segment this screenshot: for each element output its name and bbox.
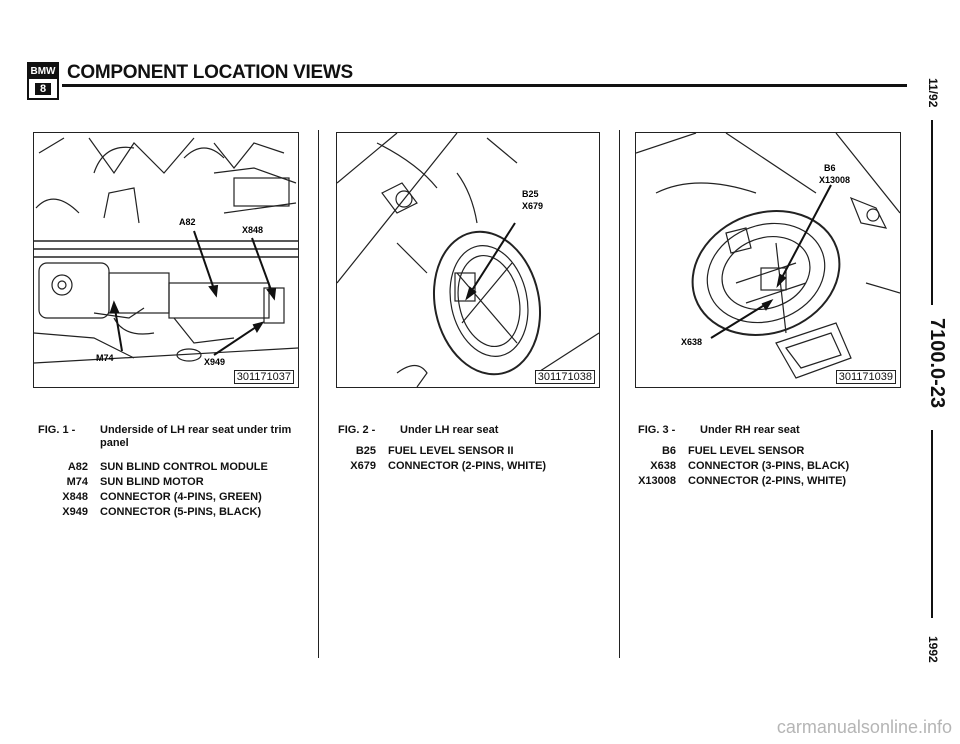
- figure-3-caption: FIG. 3 - Under RH rear seat: [638, 424, 908, 440]
- legend-code: X848: [62, 491, 88, 503]
- figure-2-title: Under LH rear seat: [400, 424, 499, 436]
- figure-3-title: Under RH rear seat: [700, 424, 800, 436]
- legend-row: M74 SUN BLIND MOTOR: [40, 475, 268, 490]
- callout-x638: X638: [681, 337, 702, 347]
- page-title: COMPONENT LOCATION VIEWS: [67, 62, 353, 83]
- legend-desc: SUN BLIND MOTOR: [100, 476, 204, 488]
- legend-code: B6: [661, 445, 676, 457]
- figure-3-number: 301171039: [835, 370, 896, 384]
- figure-3-illustration: B6 X13008 X638 301171039: [635, 132, 901, 388]
- legend-row: B6 FUEL LEVEL SENSOR: [628, 444, 849, 459]
- legend-row: X638 CONNECTOR (3-PINS, BLACK): [628, 459, 849, 474]
- callout-x679: X679: [522, 201, 543, 211]
- figure-3-label: FIG. 3 -: [638, 424, 676, 436]
- figure-1-title: Underside of LH rear seat under trim pan…: [100, 424, 292, 449]
- figure-2-label: FIG. 2 -: [338, 424, 376, 436]
- logo-bottom-text: 8: [35, 83, 51, 95]
- legend-desc: CONNECTOR (4-PINS, GREEN): [100, 491, 262, 503]
- legend-row: X13008 CONNECTOR (2-PINS, WHITE): [628, 474, 849, 489]
- legend-desc: CONNECTOR (2-PINS, WHITE): [688, 475, 847, 487]
- figure-3-legend: B6 FUEL LEVEL SENSOR X638 CONNECTOR (3-PIN…: [628, 444, 849, 489]
- legend-code: X679: [350, 460, 376, 472]
- legend-code: X949: [62, 506, 88, 518]
- figure-1-number: 301171037: [233, 370, 294, 384]
- callout-b25: B25: [522, 189, 539, 199]
- figure-2-legend: B25 FUEL LEVEL SENSOR II X679 CONNECTOR (2…: [328, 444, 546, 474]
- legend-code: X13008: [638, 475, 676, 487]
- legend-desc: CONNECTOR (2-PINS, WHITE): [388, 460, 547, 472]
- legend-row: X949 CONNECTOR (5-PINS, BLACK): [40, 505, 268, 520]
- figure-2-caption: FIG. 2 - Under LH rear seat: [338, 424, 608, 440]
- legend-row: A82 SUN BLIND CONTROL MODULE: [40, 460, 268, 475]
- legend-code: M74: [66, 476, 88, 488]
- logo-top-text: BMW: [29, 64, 57, 79]
- header-rule: [62, 84, 907, 87]
- callout-x848: X848: [242, 225, 263, 235]
- legend-desc: SUN BLIND CONTROL MODULE: [100, 461, 268, 473]
- figure-1-label: FIG. 1 -: [38, 424, 76, 436]
- figure-1-illustration: A82 X848 M74 X949 301171037: [33, 132, 299, 388]
- side-year: 1992: [926, 636, 940, 663]
- side-section-number: 7100.0-23: [926, 318, 948, 409]
- legend-desc: CONNECTOR (3-PINS, BLACK): [688, 460, 850, 472]
- figure-2-illustration: B25 X679 301171038: [336, 132, 600, 388]
- figure-1-caption: FIG. 1 - Underside of LH rear seat under…: [38, 424, 308, 454]
- side-rule-1: [931, 120, 933, 305]
- callout-b6: B6: [824, 163, 836, 173]
- legend-row: B25 FUEL LEVEL SENSOR II: [328, 444, 546, 459]
- legend-code: X638: [650, 460, 676, 472]
- callout-x949: X949: [204, 357, 225, 367]
- legend-code: B25: [355, 445, 376, 457]
- callout-x13008: X13008: [819, 175, 850, 185]
- figure-2-number: 301171038: [534, 370, 595, 384]
- legend-desc: FUEL LEVEL SENSOR: [688, 445, 805, 457]
- watermark: carmanualsonline.info: [776, 717, 952, 737]
- callout-a82: A82: [179, 217, 196, 227]
- side-rule-2: [931, 430, 933, 618]
- legend-row: X679 CONNECTOR (2-PINS, WHITE): [328, 459, 546, 474]
- column-divider-2: [619, 130, 620, 658]
- column-divider-1: [318, 130, 319, 658]
- legend-row: X848 CONNECTOR (4-PINS, GREEN): [40, 490, 268, 505]
- legend-desc: CONNECTOR (5-PINS, BLACK): [100, 506, 262, 518]
- figure-1-legend: A82 SUN BLIND CONTROL MODULE M74 SUN BLIND…: [40, 460, 268, 520]
- side-date: 11/92: [926, 78, 940, 108]
- legend-code: A82: [67, 461, 88, 473]
- legend-desc: FUEL LEVEL SENSOR II: [388, 445, 514, 457]
- callout-m74: M74: [96, 353, 114, 363]
- bmw-logo: BMW 8: [27, 62, 59, 100]
